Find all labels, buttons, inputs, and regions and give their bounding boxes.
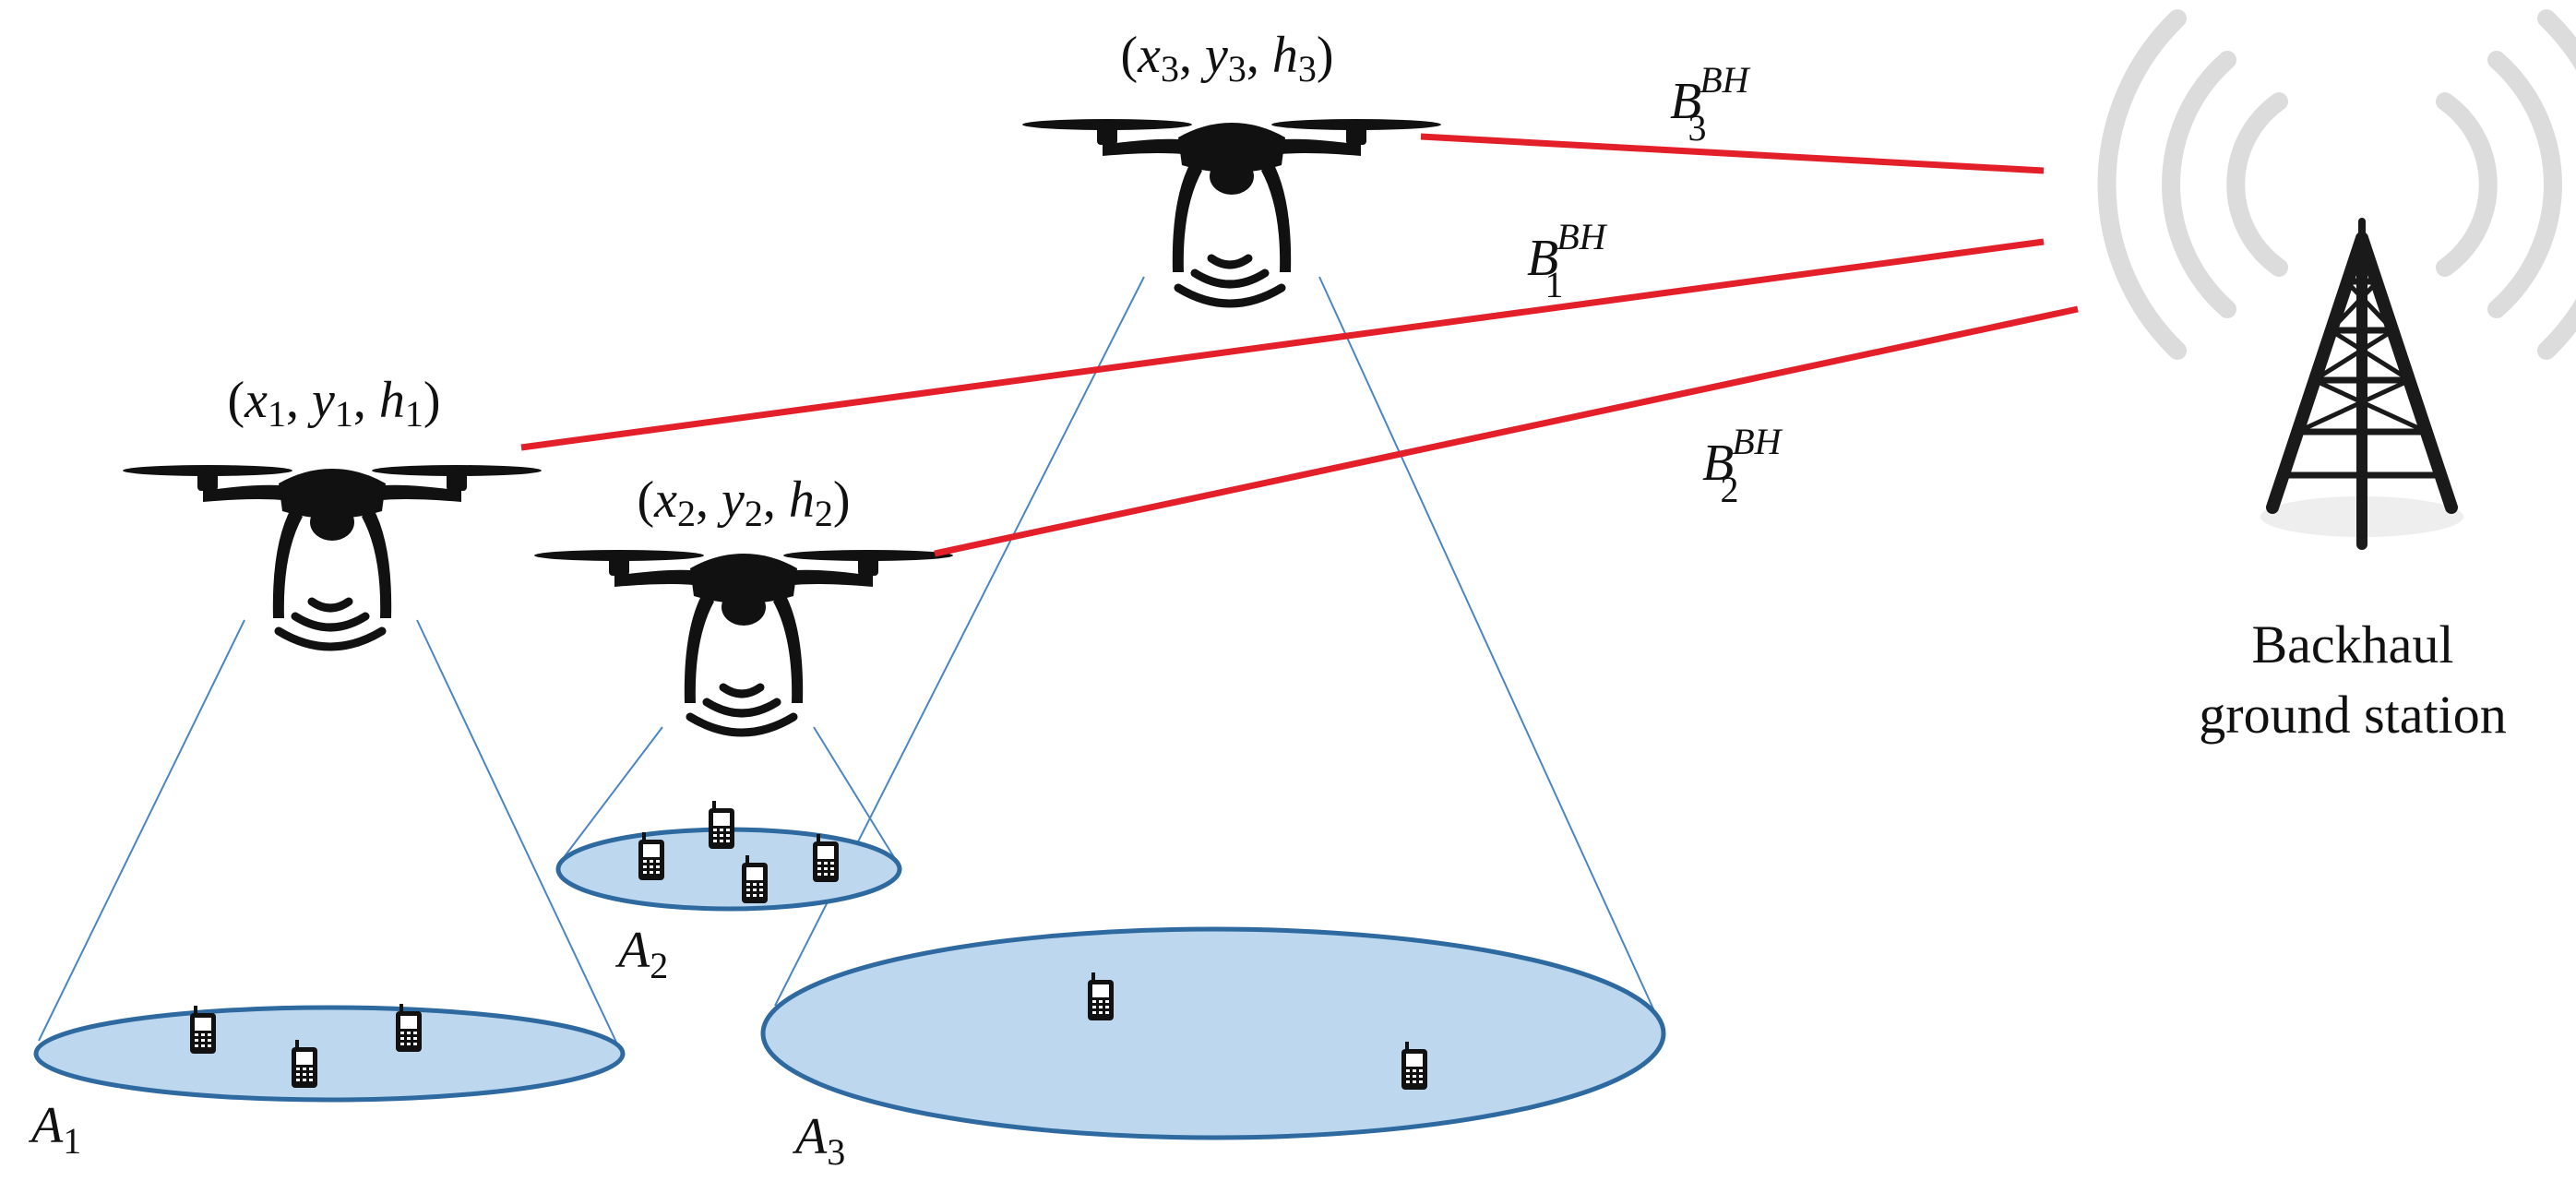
area-label-a3: A3 [792, 1108, 845, 1173]
coverage-area-a3 [760, 926, 1666, 1140]
backhaul-link-1 [520, 238, 2045, 451]
cone-line [813, 726, 898, 863]
area-label-a2: A2 [614, 922, 668, 986]
backhaul-link-2 [934, 305, 2079, 557]
cell-tower-icon [2266, 218, 2458, 550]
uav-3-coordinates: (x3, y3, h3) [1120, 27, 1333, 89]
wireless-signal-icon [279, 602, 382, 647]
backhaul-ground-station: Backhaul ground station [2097, 9, 2576, 745]
uav-1-group: (x1, y1, h1) A1 [28, 372, 626, 1162]
quadcopter-drone-icon [123, 465, 542, 618]
station-label-line2: ground station [2199, 685, 2506, 745]
uav-1-coordinates: (x1, y1, h1) [227, 372, 440, 435]
coverage-area-a1 [33, 1005, 626, 1103]
cone-line [38, 619, 245, 1042]
uav-2-coordinates: (x2, y2, h2) [637, 471, 850, 534]
cone-line [416, 619, 621, 1051]
area-label-a1: A1 [28, 1097, 81, 1162]
cone-line [564, 726, 663, 857]
station-label-line1: Backhaul [2251, 614, 2453, 674]
backhaul-links [520, 133, 2079, 557]
uav-2-group: (x2, y2, h2) A2 [534, 471, 953, 986]
cone-line [1318, 276, 1657, 1016]
uav-3-group: (x3, y3, h3) A3 [760, 27, 1666, 1173]
quadcopter-drone-icon [1022, 119, 1441, 272]
signal-arcs-icon [2097, 9, 2576, 360]
backhaul-link-3 [1420, 133, 2045, 174]
mobile-phone-icon [709, 801, 734, 849]
quadcopter-drone-icon [534, 550, 953, 703]
wireless-signal-icon [690, 687, 793, 733]
wireless-signal-icon [1178, 258, 1282, 304]
